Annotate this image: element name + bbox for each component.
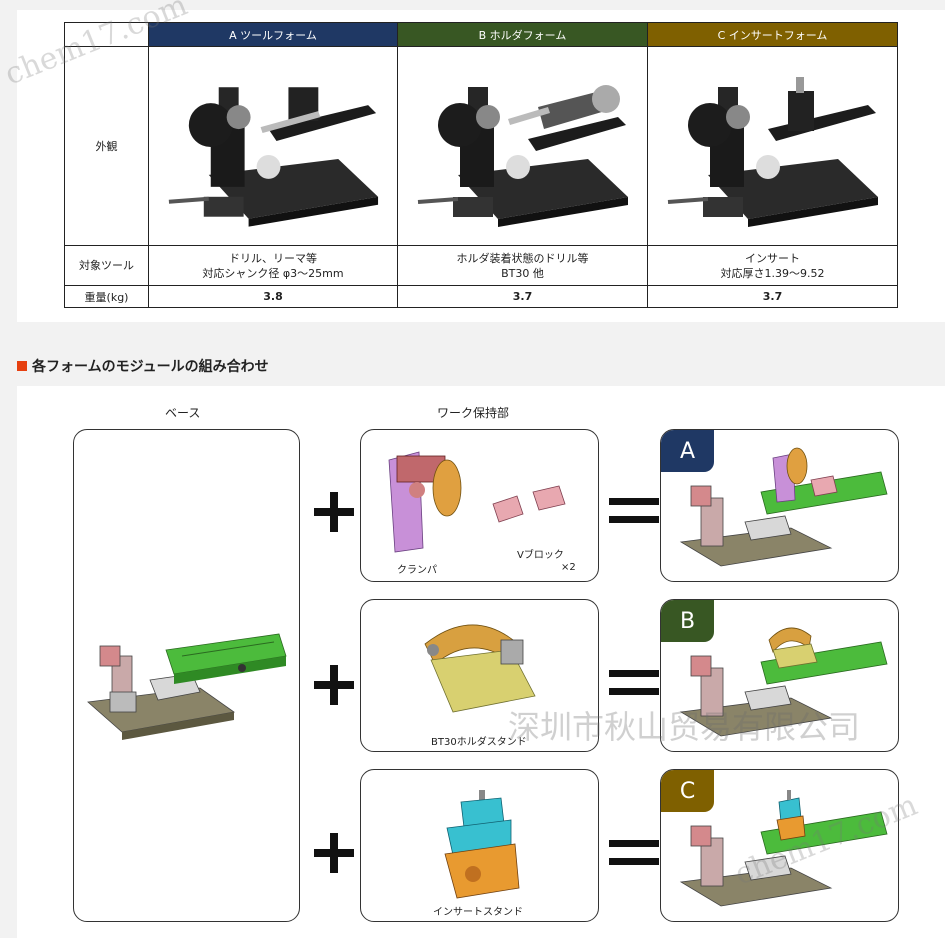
insert-form-photo — [667, 77, 878, 227]
tool-form-photo — [168, 87, 379, 227]
bt30-stand-caption: BT30ホルダスタンド — [431, 737, 527, 748]
equals-icon-2 — [609, 670, 659, 695]
section-heading: 各フォームのモジュールの組み合わせ — [17, 356, 269, 376]
header-form-c: C インサートフォーム — [647, 22, 898, 47]
target-tool-c-line2: 対応厚さ1.39～9.52 — [720, 266, 825, 280]
base-label: ベース — [165, 406, 201, 420]
result-c-illustration — [679, 790, 888, 907]
plus-icon-1 — [314, 492, 354, 532]
result-c-badge: C — [661, 770, 714, 812]
work-holder-label: ワーク保持部 — [437, 406, 510, 420]
photo-form-b-cell — [397, 46, 648, 246]
result-a-badge: A — [661, 430, 714, 472]
header-blank-cell — [64, 22, 149, 47]
target-tool-b-line2: BT30 他 — [501, 266, 544, 280]
result-b-box: B — [660, 599, 899, 752]
row-label-weight: 重量(kg) — [64, 285, 149, 308]
bt30-stand-illustration — [424, 624, 536, 713]
base-module-box — [73, 429, 300, 922]
weight-c: 3.7 — [647, 285, 898, 308]
section-title: 各フォームのモジュールの組み合わせ — [32, 359, 269, 375]
equals-icon-1 — [609, 498, 659, 523]
spec-panel: A ツールフォーム B ホルダフォーム C インサートフォーム 外観 — [17, 10, 945, 322]
clamper-vblock-illustration — [388, 451, 566, 553]
weight-a: 3.8 — [148, 285, 398, 308]
holder-form-photo — [417, 85, 628, 227]
row-label-target-tool: 対象ツール — [64, 245, 149, 286]
result-b-illustration — [679, 627, 888, 737]
photo-form-c-cell — [647, 46, 898, 246]
section-marker-icon — [17, 361, 27, 371]
row-label-appearance: 外観 — [64, 46, 149, 246]
target-tool-a: ドリル、リーマ等対応シャンク径 φ3～25mm — [148, 245, 398, 286]
insert-stand-caption: インサートスタンド — [433, 907, 523, 918]
result-a-illustration — [679, 447, 888, 567]
vblock-quantity: ×2 — [561, 562, 576, 573]
target-tool-a-line2: 対応シャンク径 φ3～25mm — [202, 266, 344, 280]
plus-icon-3 — [314, 833, 354, 873]
modules-panel: ベース ワーク保持部 クランパ Vブロック ×2 — [17, 386, 945, 938]
bt30-stand-box: BT30ホルダスタンド — [360, 599, 599, 752]
result-c-box: C — [660, 769, 899, 922]
target-tool-c-line1: インサート — [745, 251, 800, 265]
spec-table: A ツールフォーム B ホルダフォーム C インサートフォーム 外観 — [64, 22, 898, 308]
insert-stand-illustration — [444, 790, 520, 899]
header-form-a: A ツールフォーム — [148, 22, 398, 47]
insert-stand-box: インサートスタンド — [360, 769, 599, 922]
clamper-caption: クランパ — [397, 565, 437, 576]
target-tool-c: インサート対応厚さ1.39～9.52 — [647, 245, 898, 286]
result-a-box: A — [660, 429, 899, 582]
equals-icon-3 — [609, 840, 659, 865]
weight-b: 3.7 — [397, 285, 648, 308]
header-form-b: B ホルダフォーム — [397, 22, 648, 47]
target-tool-a-line1: ドリル、リーマ等 — [229, 251, 317, 265]
plus-icon-2 — [314, 665, 354, 705]
base-assembly-illustration — [87, 633, 287, 740]
photo-form-a-cell — [148, 46, 398, 246]
vblock-caption: Vブロック — [517, 550, 564, 561]
clamper-vblock-box: クランパ Vブロック ×2 — [360, 429, 599, 582]
result-b-badge: B — [661, 600, 714, 642]
target-tool-b-line1: ホルダ装着状態のドリル等 — [456, 251, 589, 265]
